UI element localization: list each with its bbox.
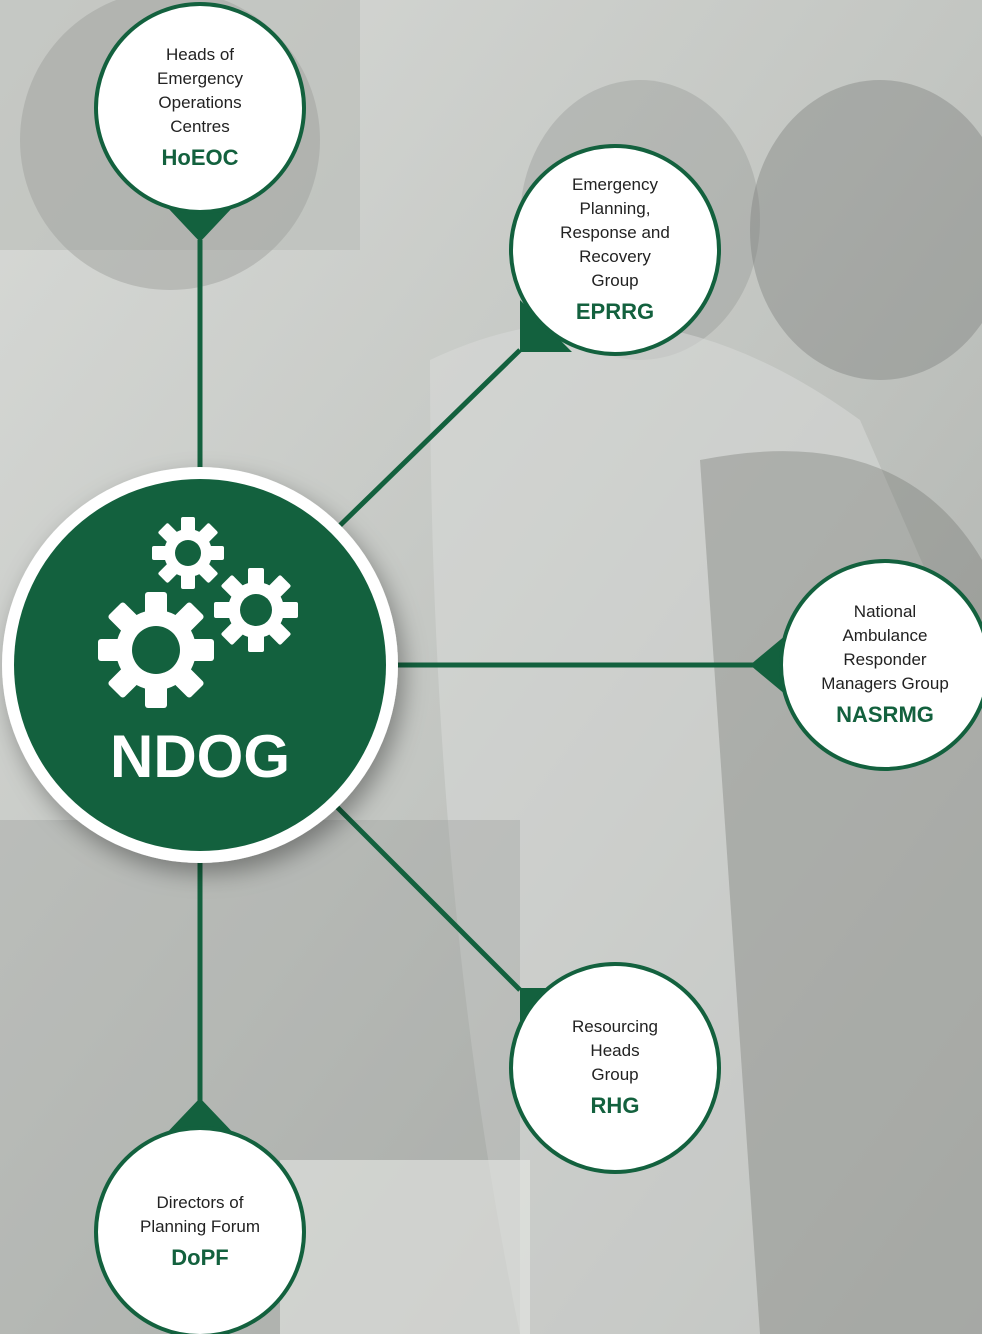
pointer-hoeoc bbox=[168, 208, 232, 242]
node-dopf: Directors of Planning Forum DoPF bbox=[95, 1127, 305, 1334]
node-circle-eprrg bbox=[509, 144, 721, 356]
node-hoeoc: Heads of Emergency Operations Centres Ho… bbox=[95, 3, 305, 213]
node-rhg: Resourcing Heads Group RHG bbox=[510, 963, 720, 1173]
node-rhg-description: Resourcing Heads Group bbox=[572, 1017, 658, 1084]
node-hoeoc-abbreviation: HoEOC bbox=[161, 145, 239, 170]
center-label: NDOG bbox=[110, 723, 290, 790]
node-eprrg-description: Emergency Planning, Response and Recover… bbox=[560, 175, 670, 290]
gears-icon bbox=[98, 517, 298, 708]
node-rhg-abbreviation: RHG bbox=[590, 1093, 640, 1118]
node-circle-rhg bbox=[509, 962, 721, 1174]
node-nasrmg: National Ambulance Responder Managers Gr… bbox=[780, 560, 982, 770]
node-nasrmg-abbreviation: NASRMG bbox=[836, 702, 934, 727]
connector-rhg bbox=[333, 803, 522, 992]
connector-eprrg bbox=[323, 348, 522, 542]
node-circle-hoeoc bbox=[94, 2, 306, 214]
node-nasrmg-description: National Ambulance Responder Managers Gr… bbox=[821, 602, 949, 693]
node-circle-nasrmg bbox=[779, 559, 982, 771]
node-hoeoc-description: Heads of Emergency Operations Centres bbox=[157, 45, 243, 136]
node-dopf-description: Directors of Planning Forum bbox=[139, 1193, 260, 1236]
node-eprrg-abbreviation: EPRRG bbox=[575, 299, 655, 324]
node-eprrg: Emergency Planning, Response and Recover… bbox=[510, 145, 720, 355]
center-hub bbox=[14, 479, 386, 851]
node-circle-dopf bbox=[94, 1126, 306, 1334]
node-dopf-abbreviation: DoPF bbox=[171, 1245, 229, 1270]
